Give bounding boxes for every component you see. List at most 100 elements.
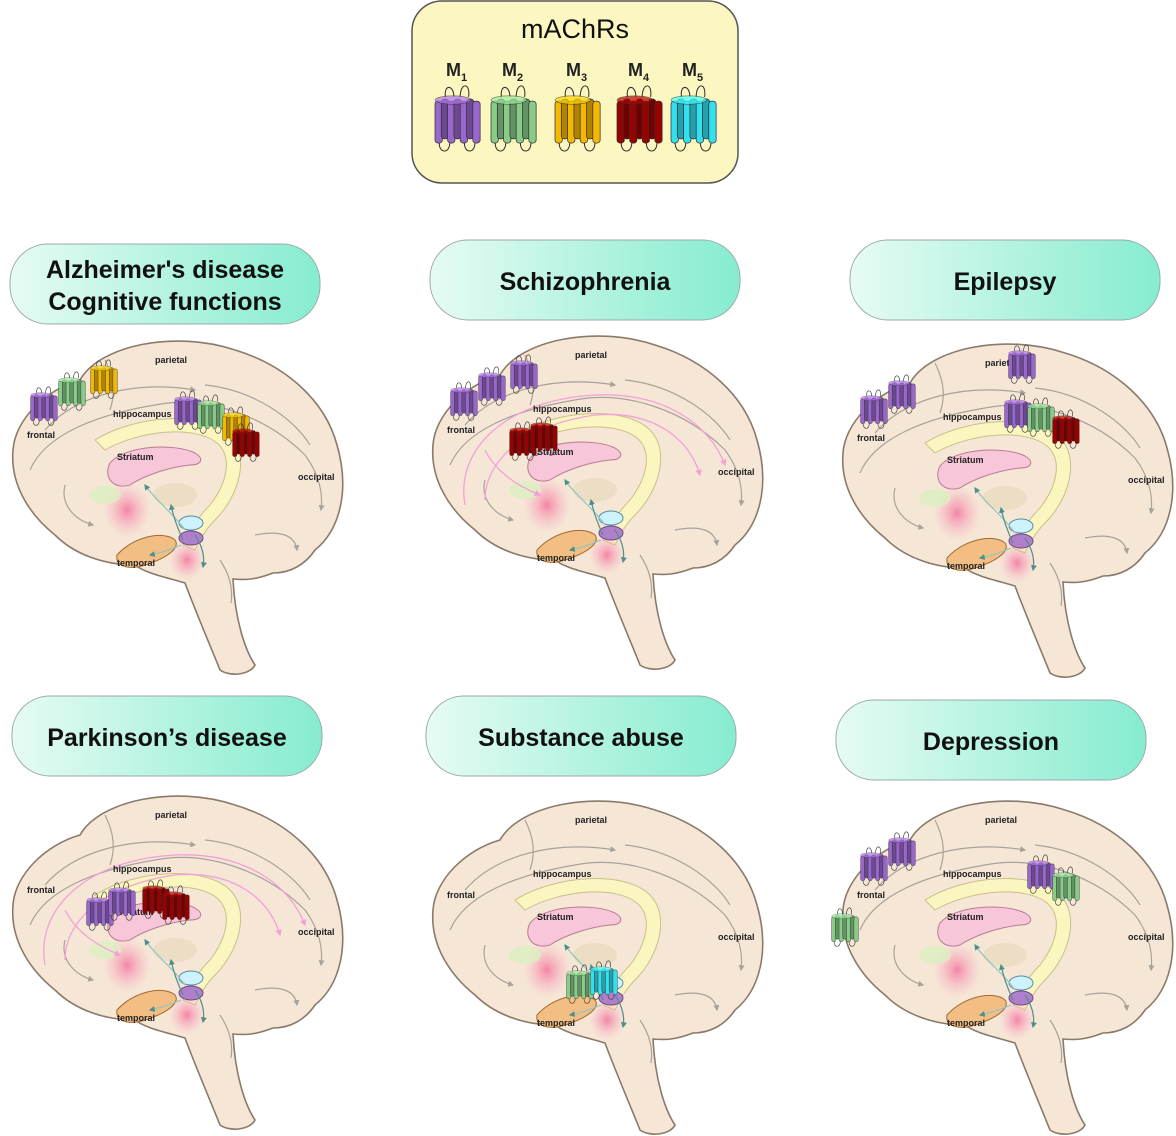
- region-label-frontal: frontal: [447, 425, 475, 435]
- receptor-m5-icon: [590, 960, 618, 1000]
- region-label-temporal: temporal: [947, 1018, 985, 1028]
- panel-title-line: Schizophrenia: [500, 268, 672, 296]
- receptor-m1-icon: [888, 374, 916, 414]
- region-label-striatum: Striatum: [537, 447, 574, 457]
- receptor-m4-icon: [509, 421, 537, 461]
- region-label-hippocampus: hippocampus: [113, 409, 172, 419]
- region-label-frontal: frontal: [27, 430, 55, 440]
- region-label-parietal: parietal: [985, 358, 1017, 368]
- region-label-striatum: Striatum: [117, 452, 154, 462]
- region-label-occipital: occipital: [1128, 932, 1165, 942]
- region-label-frontal: frontal: [447, 890, 475, 900]
- legend-label-m1: M1: [446, 60, 467, 84]
- receptor-m2-icon: [1052, 866, 1080, 906]
- panel-3: Epilepsy parietal hippocampus frontalStriat…: [843, 239, 1173, 677]
- panel-title-pill: [429, 239, 741, 321]
- region-label-parietal: parietal: [985, 815, 1017, 825]
- legend-items: M1 M2 M3 M4 M5: [434, 60, 717, 152]
- legend-label-m3: M3: [566, 60, 587, 84]
- receptor-m2-icon: [197, 394, 225, 434]
- receptor-m1-icon: [1027, 854, 1055, 894]
- panel-title-line: Alzheimer's disease: [46, 256, 284, 284]
- receptor-m4-icon: [232, 422, 260, 462]
- panel-4: Parkinson’s disease parietal hippocampus fr…: [11, 695, 343, 1129]
- region-label-parietal: parietal: [575, 815, 607, 825]
- region-label-frontal: frontal: [27, 885, 55, 895]
- panel-title-line: Parkinson’s disease: [47, 724, 287, 752]
- receptor-m4-icon: [162, 885, 190, 925]
- region-label-striatum: Striatum: [947, 912, 984, 922]
- region-label-occipital: occipital: [718, 467, 755, 477]
- receptor-m2-icon: [831, 907, 859, 947]
- region-label-temporal: temporal: [537, 553, 575, 563]
- region-label-frontal: frontal: [857, 890, 885, 900]
- region-label-parietal: parietal: [155, 355, 187, 365]
- legend-title: mAChRs: [521, 14, 629, 44]
- receptor-m1-icon: [450, 381, 478, 421]
- region-label-occipital: occipital: [1128, 475, 1165, 485]
- legend-receptor-m3-icon: [554, 85, 601, 152]
- panel-title-pill: [9, 243, 321, 325]
- region-label-temporal: temporal: [537, 1018, 575, 1028]
- region-label-hippocampus: hippocampus: [533, 869, 592, 879]
- region-label-temporal: temporal: [117, 1013, 155, 1023]
- panel-title-line: Epilepsy: [954, 268, 1057, 296]
- receptor-m1-icon: [108, 881, 136, 921]
- region-label-hippocampus: hippocampus: [533, 404, 592, 414]
- receptor-m1-icon: [1008, 344, 1036, 384]
- region-label-parietal: parietal: [155, 810, 187, 820]
- legend-label-m5: M5: [682, 60, 703, 84]
- region-label-hippocampus: hippocampus: [113, 864, 172, 874]
- legend-receptor-m4-icon: [616, 85, 663, 152]
- panel-2: Schizophrenia parietal hippocampus frontalS…: [429, 239, 763, 669]
- legend-receptor-m2-icon: [490, 85, 537, 152]
- panel-title-pill: [11, 695, 323, 777]
- panel-title-line: Cognitive functions: [48, 288, 281, 316]
- region-label-striatum: Striatum: [947, 455, 984, 465]
- legend-label-m4: M4: [628, 60, 650, 84]
- region-label-occipital: occipital: [298, 472, 335, 482]
- region-label-frontal: frontal: [857, 433, 885, 443]
- legend-label-m2: M2: [502, 60, 523, 84]
- panel-title-line: Depression: [923, 728, 1059, 756]
- panel-5: Substance abuse parietal hippocampus fronta…: [425, 695, 763, 1134]
- receptor-m1-icon: [510, 354, 538, 394]
- panel-title-pill: [849, 239, 1161, 321]
- receptor-m4-icon: [1052, 409, 1080, 449]
- region-label-striatum: Striatum: [537, 912, 574, 922]
- receptor-m1-icon: [30, 386, 58, 426]
- region-label-hippocampus: hippocampus: [943, 412, 1002, 422]
- panel-title-line: Substance abuse: [478, 724, 684, 752]
- receptor-m2-icon: [566, 964, 594, 1004]
- receptor-m3-icon: [90, 359, 118, 399]
- receptor-m1-icon: [86, 891, 114, 931]
- region-label-parietal: parietal: [575, 350, 607, 360]
- panel-6: Depression parietal hippocampus frontalStri…: [831, 699, 1173, 1134]
- region-label-occipital: occipital: [298, 927, 335, 937]
- panel-title-pill: [425, 695, 737, 777]
- region-label-temporal: temporal: [117, 558, 155, 568]
- receptor-m1-icon: [478, 366, 506, 406]
- panel-title-pill: [835, 699, 1147, 781]
- region-label-occipital: occipital: [718, 932, 755, 942]
- receptor-m1-icon: [860, 846, 888, 886]
- brain-sagittal: [13, 796, 343, 1129]
- region-label-hippocampus: hippocampus: [943, 869, 1002, 879]
- receptor-m4-icon: [530, 416, 558, 456]
- receptor-m1-icon: [860, 389, 888, 429]
- receptor-m2-icon: [58, 371, 86, 411]
- legend-receptor-m5-icon: [670, 85, 717, 152]
- region-label-temporal: temporal: [947, 561, 985, 571]
- legend-receptor-m1-icon: [434, 85, 481, 152]
- legend-box: mAChRs M1 M2 M3 M4 M5: [411, 0, 739, 184]
- receptor-m1-icon: [888, 831, 916, 871]
- brain-illustration: parietalhippocampusfrontalStriatumoccipi…: [13, 796, 343, 1129]
